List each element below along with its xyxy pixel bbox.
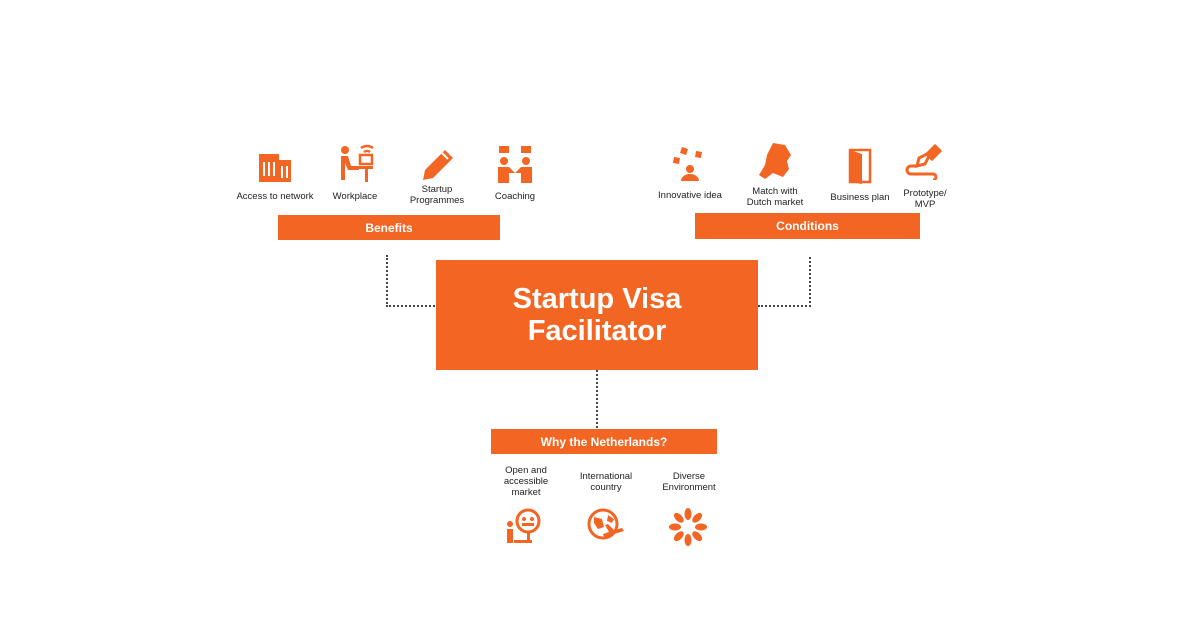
startup-visa-facilitator-box: Startup Visa Facilitator — [436, 260, 758, 370]
connector-benefits — [386, 255, 438, 307]
benefit-label: Workplace — [332, 191, 378, 202]
why-label: Open and accessible market — [503, 465, 549, 498]
benefits-header: Benefits — [278, 215, 500, 240]
why-label: Diverse Environment — [662, 471, 716, 493]
connector-conditions — [758, 257, 811, 307]
pencil-icon — [415, 144, 455, 184]
person-market-sign-icon — [504, 507, 544, 547]
center-title-line2: Facilitator — [527, 315, 667, 347]
benefit-label: Startup Programmes — [409, 184, 465, 206]
person-desk-wifi-icon — [335, 144, 375, 184]
netherlands-map-icon — [755, 141, 795, 181]
people-circle-icon — [668, 507, 708, 547]
door-book-icon — [840, 146, 880, 186]
condition-label: Match with Dutch market — [746, 186, 804, 208]
benefit-label: Coaching — [494, 191, 536, 202]
puzzle-person-icon — [670, 143, 710, 183]
condition-label: Prototype/ MVP — [903, 188, 947, 210]
conditions-header: Conditions — [695, 213, 920, 239]
building-icon — [255, 146, 295, 186]
globe-plane-icon — [586, 507, 626, 547]
why-label: International country — [579, 471, 633, 493]
condition-label: Innovative idea — [658, 190, 722, 201]
benefit-label: Access to network — [236, 191, 314, 202]
condition-label: Business plan — [830, 192, 890, 203]
people-talking-icon — [495, 144, 535, 184]
center-title-line1: Startup Visa — [512, 283, 682, 315]
why-netherlands-header: Why the Netherlands? — [491, 429, 717, 454]
connector-why — [596, 370, 598, 428]
pen-nib-icon — [905, 140, 945, 182]
